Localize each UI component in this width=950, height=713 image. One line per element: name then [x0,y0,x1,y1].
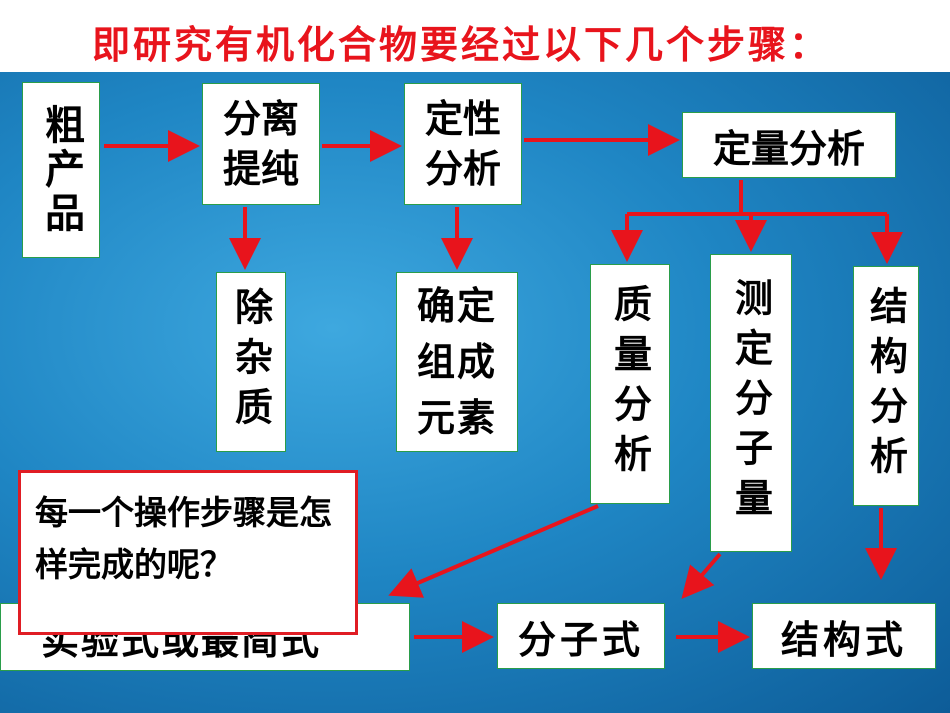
arrow-mass-to-empirical [388,504,599,598]
box-remove-impurity: 除杂质 [216,272,286,452]
question-callout: 每一个操作步骤是怎样完成的呢？ [18,470,358,635]
box-separation: 分离提纯 [202,83,320,205]
box-mass-analysis: 质量分析 [590,264,670,504]
box-determine-elements: 确定组成元素 [396,272,518,452]
question-callout-text: 每一个操作步骤是怎样完成的呢？ [35,493,332,584]
box-quantitative-label: 定量分析 [712,126,865,171]
box-quantitative: 定量分析 [682,112,896,178]
box-structure-analysis-label: 结构分析 [863,286,909,486]
title-bar: 即研究有机化合物要经过以下几个步骤： [0,0,950,72]
box-structural-formula-label: 结构式 [780,616,907,662]
box-molecular-mass-label: 测定分子量 [728,278,774,528]
box-molecular-mass: 测定分子量 [710,254,792,552]
box-mass-analysis-label: 质量分析 [607,284,653,484]
box-qualitative-label: 定性分析 [424,97,501,191]
box-molecular-formula: 分子式 [497,603,665,669]
box-separation-label: 分离提纯 [222,97,299,191]
box-determine-elements-label: 确定组成元素 [416,283,497,440]
box-structure-analysis: 结构分析 [853,266,919,506]
slide-title: 即研究有机化合物要经过以下几个步骤： [92,22,831,67]
box-remove-impurity-label: 除杂质 [228,287,274,437]
box-qualitative: 定性分析 [404,83,522,205]
box-crude-product-label: 粗产品 [38,104,84,236]
box-structural-formula: 结构式 [752,603,936,669]
arrow-molecular-mass-to-formula [681,552,722,600]
box-molecular-formula-label: 分子式 [517,616,644,662]
box-crude-product: 粗产品 [22,82,100,258]
